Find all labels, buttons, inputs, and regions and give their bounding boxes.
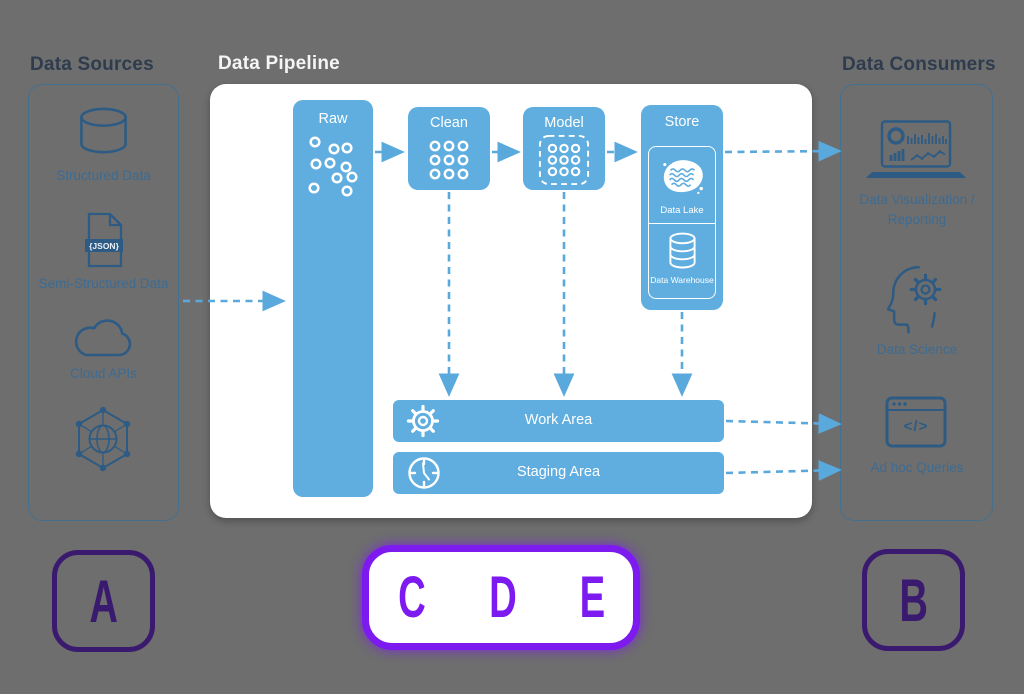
data-science-label: Data Science	[876, 342, 958, 357]
cloud-icon	[71, 316, 137, 360]
store-stage-label: Store	[664, 114, 700, 130]
option-e-letter: E	[579, 565, 605, 630]
option-b-box[interactable]: B	[862, 549, 965, 651]
ad-hoc-queries-label: Ad hoc Queries	[870, 460, 964, 475]
data-visualization-label: Data Visualization / Reporting	[859, 192, 975, 227]
store-inner-box: Data Lake Data Warehouse	[648, 146, 716, 299]
model-grid-icon	[537, 134, 591, 186]
json-file-icon: {JSON}	[82, 212, 126, 268]
store-stage-block: Store Data Lake	[641, 105, 723, 310]
option-a-letter: A	[89, 567, 118, 635]
data-consumers-container	[840, 84, 993, 521]
option-c-letter: C	[397, 565, 426, 630]
clean-stage-label: Clean	[430, 115, 468, 131]
data-warehouse-icon	[667, 231, 698, 271]
data-warehouse-label: Data Warehouse	[650, 275, 714, 285]
work-area-label: Work Area	[524, 412, 593, 428]
data-pipeline-title: Data Pipeline	[218, 53, 340, 74]
raw-stage-block: Raw	[293, 100, 373, 497]
structured-data-label: Structured Data	[56, 168, 151, 183]
semi-structured-data-label: Semi-Structured Data	[38, 276, 169, 291]
json-badge: {JSON}	[89, 241, 119, 251]
data-consumers-title: Data Consumers	[842, 54, 996, 75]
store-divider	[649, 223, 715, 224]
data-lake-icon	[660, 158, 706, 198]
clean-grid-icon	[426, 137, 472, 183]
dashboard-laptop-icon	[864, 120, 968, 182]
network-hexagon-icon	[71, 406, 135, 474]
scattered-data-icon	[303, 133, 363, 205]
model-stage-label: Model	[544, 115, 584, 131]
work-area-bar: Work Area	[393, 400, 724, 442]
code-browser-icon: </>	[885, 396, 947, 448]
option-d-letter: D	[488, 565, 517, 630]
staging-area-label: Staging Area	[516, 464, 601, 480]
gear-icon	[406, 404, 440, 438]
clean-stage-block: Clean	[408, 107, 490, 190]
option-b-letter: B	[899, 566, 928, 634]
option-cde-box[interactable]: C D E	[362, 545, 640, 650]
model-stage-block: Model	[523, 107, 605, 190]
option-a-box[interactable]: A	[52, 550, 155, 652]
staging-area-bar: Staging Area	[393, 452, 724, 494]
data-sources-title: Data Sources	[30, 54, 154, 75]
head-gear-icon	[879, 262, 953, 336]
data-sources-container	[28, 84, 179, 521]
data-lake-label: Data Lake	[660, 205, 704, 216]
database-cylinder-icon	[75, 106, 132, 162]
clock-icon	[406, 455, 442, 491]
raw-stage-label: Raw	[318, 111, 348, 127]
cloud-apis-label: Cloud APIs	[70, 366, 137, 381]
code-badge: </>	[903, 418, 929, 435]
